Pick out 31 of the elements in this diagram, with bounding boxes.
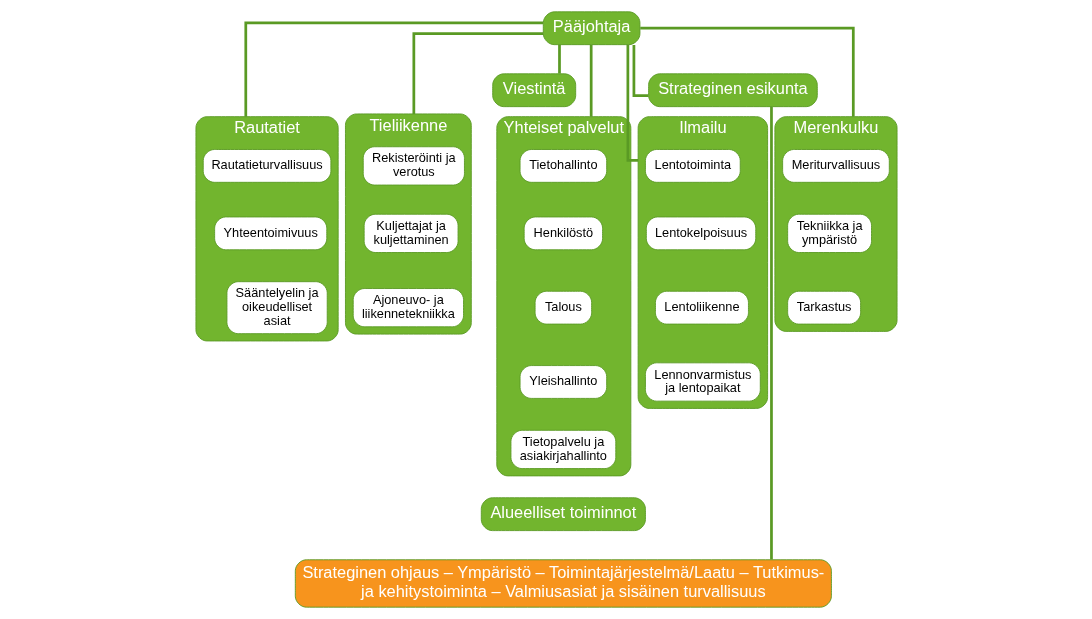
connector xyxy=(411,32,543,114)
connector xyxy=(632,44,648,98)
node-box: Henkilöstö xyxy=(523,216,603,251)
node-box: Rautatieturvallisuus xyxy=(202,149,331,183)
node-box: Lentokelpoisuus xyxy=(645,216,756,251)
node-box: Yhteentoimivuus xyxy=(213,216,327,251)
node-box: Viestintä xyxy=(491,73,576,108)
connector xyxy=(243,21,543,117)
node-box: Ajoneuvo- ja liikennetekniikka xyxy=(352,288,464,328)
node-box: Strateginen esikunta xyxy=(647,73,818,108)
node-box: Rekisteröinti ja verotus xyxy=(362,146,465,186)
connector xyxy=(557,44,561,74)
node-box: Tarkastus xyxy=(786,290,861,325)
node-box: Tietopalvelu ja asiakirjahallinto xyxy=(510,429,616,470)
node-box: Sääntelyelin ja oikeudelliset asiat xyxy=(226,281,328,335)
node-box: Lentotoiminta xyxy=(644,149,741,183)
node-box: Tekniikka ja ympäristö xyxy=(786,213,872,253)
connector xyxy=(626,44,638,162)
node-box: Lennonvarmistus ja lentopaikat xyxy=(644,362,761,402)
connector xyxy=(639,26,855,117)
connector xyxy=(769,106,773,560)
node-box: Pääjohtaja xyxy=(542,11,640,46)
node-box: Yleishallinto xyxy=(519,365,607,399)
node-box: Kuljettajat ja kuljettaminen xyxy=(363,213,458,253)
node-box: Lentoliikenne xyxy=(654,290,749,325)
node-box: Tietohallinto xyxy=(519,149,607,183)
node-box: Alueelliset toiminnot xyxy=(480,497,646,532)
node-box: Strateginen ohjaus – Ympäristö – Toimintajärjestelmä/Laatu – Tutkimus- ja kehitystoiminta – Valmiusasiat ja sisäinen turvallisuus xyxy=(294,559,832,608)
connector xyxy=(589,44,593,117)
node-box: Meriturvallisuus xyxy=(781,149,890,183)
node-box: Talous xyxy=(534,290,592,325)
